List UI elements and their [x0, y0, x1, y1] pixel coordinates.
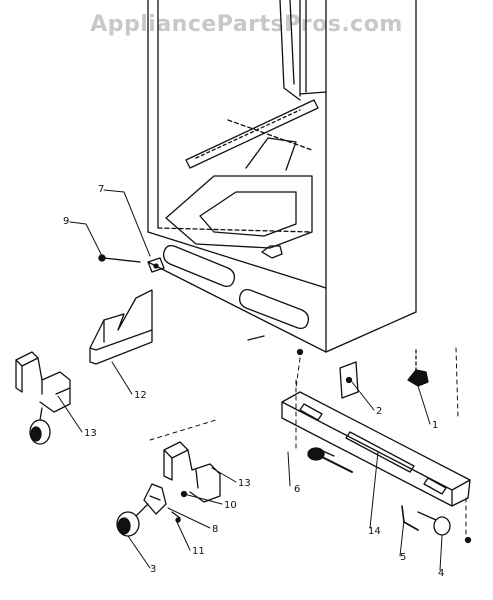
callout-6: 6 — [294, 484, 300, 495]
callout-14: 14 — [368, 526, 381, 537]
callout-2: 2 — [376, 406, 382, 417]
callout-7: 7 — [98, 184, 104, 195]
clip-7 — [147, 257, 165, 273]
callout-11: 11 — [192, 546, 205, 557]
leveler-4-5 — [401, 505, 472, 544]
callout-1: 1 — [432, 420, 438, 431]
cabinet — [147, 0, 417, 353]
screw-loose — [247, 335, 265, 341]
caster-6 — [307, 447, 353, 473]
leader-lines — [57, 189, 443, 571]
callout-8: 8 — [212, 524, 218, 535]
callout-4: 4 — [438, 568, 444, 579]
bracket-2 — [339, 361, 359, 399]
roller-bracket-13-center — [163, 441, 221, 503]
callout-3: 3 — [150, 564, 156, 575]
roller-bracket-13-left — [15, 351, 71, 445]
assembly-lines — [149, 347, 467, 539]
callout-13-center: 13 — [238, 478, 251, 489]
callout-5: 5 — [400, 552, 406, 563]
front-wheel-assembly — [116, 483, 188, 537]
leveling-foot-1 — [407, 349, 429, 387]
watermark-text: AppliancePartsPros.com — [90, 12, 403, 37]
base-rail-14 — [281, 391, 471, 507]
callout-labels: 7 9 12 13 13 10 8 11 3 6 2 1 14 5 4 — [63, 184, 444, 579]
callout-12: 12 — [134, 390, 147, 401]
callout-9: 9 — [63, 216, 69, 227]
screw-9 — [98, 254, 141, 263]
callout-10: 10 — [224, 500, 237, 511]
insulation-block-12 — [89, 289, 153, 365]
callout-13-left: 13 — [84, 428, 97, 439]
